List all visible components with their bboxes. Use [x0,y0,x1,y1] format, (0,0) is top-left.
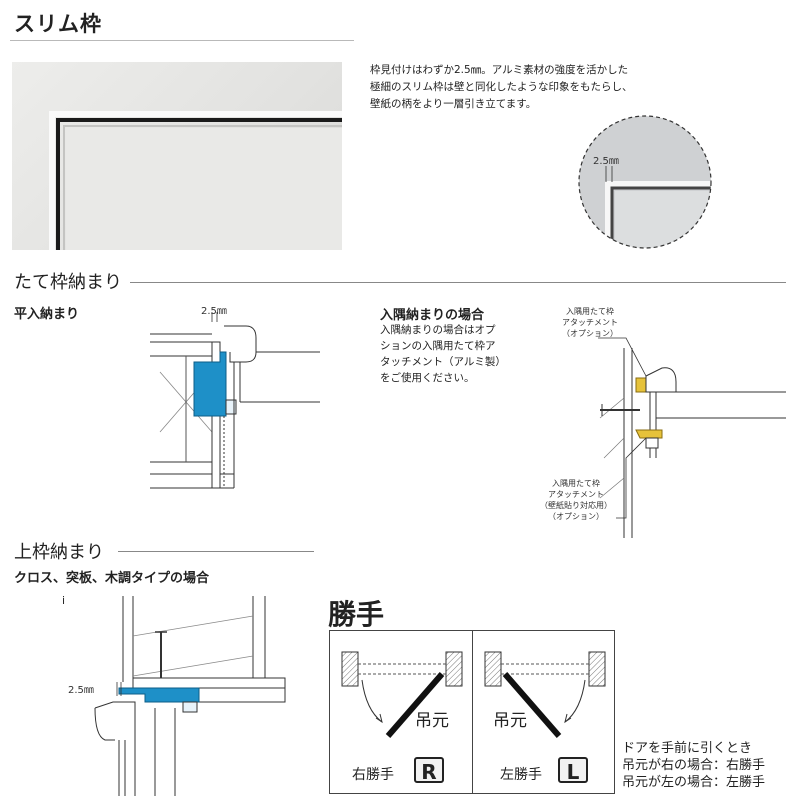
katte-explanation: ドアを手前に引くとき 吊元が右の場合：右勝手 吊元が左の場合：左勝手 [622,740,765,791]
flush-section-drawing [150,312,320,489]
flush-dimension: 2.5㎜ [201,306,227,317]
left-badge: L [558,757,588,784]
title-underline [10,40,354,41]
right-badge: R [414,757,444,784]
left-hinge-label: 吊元 [493,711,527,731]
marker-text: i [62,594,66,607]
top-dimension: 2.5㎜ [68,685,94,696]
callout-top-line: アタッチメント [562,318,618,327]
callout-bottom-line: 入隅用たて枠 [552,479,600,488]
corner-section-drawing [598,337,786,538]
section-rule [130,282,786,283]
section-title-top: 上枠納まり [14,542,104,563]
callout-bottom: 入隅用たて枠 アタッチメント （壁紙貼り対応用） （オプション） [540,478,612,522]
corner-desc-line: 入隅納まりの場合はオプ [380,324,496,336]
slim-frame-photo [12,62,342,250]
callout-top-line: 入隅用たて枠 [566,307,614,316]
section-title-vertical: たて枠納まり [14,272,122,293]
left-hand-diagram [484,651,606,738]
callout-top-line: （オプション） [562,329,618,338]
corner-desc-line: ションの入隅用たて枠ア [380,340,496,352]
katte-divider [472,630,473,794]
slim-desc-line: 枠見付けはわずか2.5㎜。アルミ素材の強度を活かした [370,64,629,76]
flush-label: 平入納まり [14,307,80,322]
corner-description: 入隅納まりの場合はオプ ションの入隅用たて枠ア タッチメント（アルミ製） をご使… [380,322,506,386]
corner-desc-line: をご使用ください。 [380,372,475,384]
explain-line: ドアを手前に引くとき [622,741,753,756]
photo-frame-lines [49,111,342,250]
zoom-detail-circle [578,115,712,249]
left-hand-label: 左勝手 [500,767,542,783]
explain-line: 吊元が右の場合：右勝手 [622,758,766,773]
top-section-drawing [94,596,286,796]
explain-line: 吊元が左の場合：左勝手 [622,775,766,790]
corner-desc-line: タッチメント（アルミ製） [380,356,506,368]
slim-description: 枠見付けはわずか2.5㎜。アルミ素材の強度を活かした 極細のスリム枠は壁と同化し… [370,62,633,113]
slim-desc-line: 極細のスリム枠は壁と同化したような印象をもたらし、 [370,81,633,93]
callout-top: 入隅用たて枠 アタッチメント （オプション） [562,306,618,339]
right-hand-label: 右勝手 [352,767,394,783]
top-subtitle: クロス、突板、木調タイプの場合 [14,571,210,586]
right-hinge-label: 吊元 [415,711,449,731]
slim-desc-line: 壁紙の柄をより一層引き立てます。 [370,98,537,110]
callout-bottom-line: アタッチメント [548,490,604,499]
callout-bottom-line: （オプション） [548,512,604,521]
katte-title: 勝手 [328,598,385,631]
corner-title: 入隅納まりの場合 [380,308,485,323]
zoom-dimension: 2.5㎜ [593,156,619,167]
right-hand-diagram [341,651,463,738]
section-title-slim-frame: スリム枠 [14,12,102,36]
callout-bottom-line: （壁紙貼り対応用） [540,501,612,510]
section-rule [118,551,314,552]
